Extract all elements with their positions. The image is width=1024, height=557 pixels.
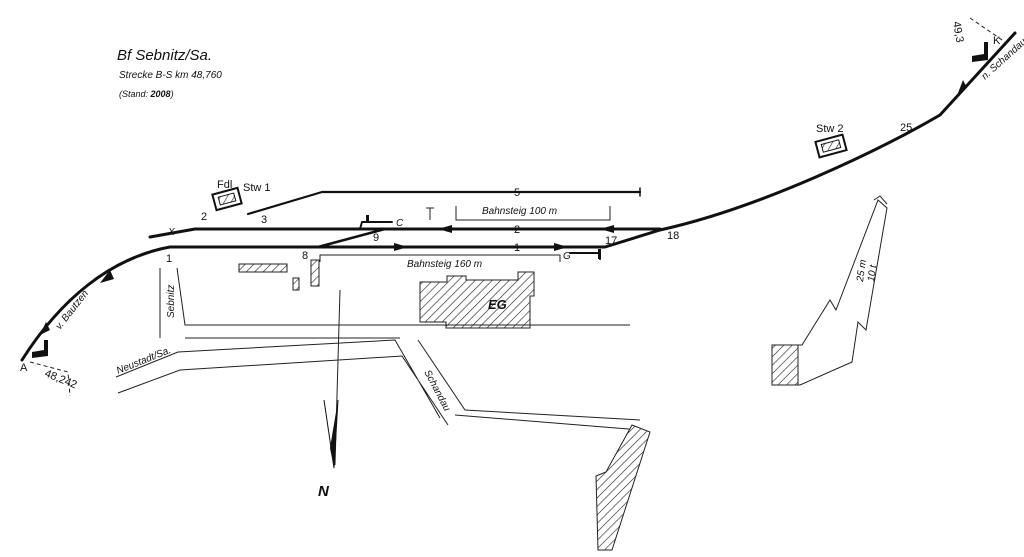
arrow-schandau <box>958 80 967 93</box>
signal-mast-mid <box>426 207 434 220</box>
north-label: N <box>318 483 330 500</box>
km-west-label: 48,242 <box>43 368 79 392</box>
signal-a-mast <box>32 340 48 358</box>
km-east-marker <box>969 17 1006 43</box>
track-2 <box>148 227 662 239</box>
signal-g-mast <box>598 249 601 259</box>
switch-9-label: 9 <box>373 232 379 244</box>
switch-17-label: 17 <box>605 235 617 247</box>
signal-c-mast <box>366 215 369 223</box>
platform-100-label: Bahnsteig 100 m <box>482 206 557 217</box>
switch-18-label: 18 <box>667 230 679 242</box>
arrow-west-end <box>40 322 50 335</box>
stand-suffix: ) <box>170 89 174 99</box>
route-km: Strecke B-S km 48,760 <box>119 70 222 81</box>
ramp-load-label: 10 t <box>866 263 879 282</box>
signal-g-label: G <box>563 251 571 262</box>
platform-160-outline <box>319 254 561 262</box>
signal-k-mast <box>972 42 988 62</box>
stw2-label: Stw 2 <box>816 123 844 135</box>
track-5 <box>246 190 642 216</box>
signal-x-label: X <box>167 227 175 238</box>
arrow-track-1 <box>394 243 408 251</box>
station-title: Bf Sebnitz/Sa. <box>117 47 212 64</box>
platform-160-label: Bahnsteig 160 m <box>407 259 482 270</box>
stand-year: 2008 <box>150 89 171 99</box>
switch-2-label: 2 <box>201 211 207 223</box>
shed-3 <box>310 259 320 287</box>
siding-c <box>359 221 393 230</box>
north-arrow-head <box>330 400 338 468</box>
shed-1 <box>238 263 288 273</box>
track-1-label: 1 <box>514 242 520 254</box>
ramp-length-label: 25 m <box>855 259 869 284</box>
ramp-top <box>873 195 888 205</box>
siding-g-stub <box>569 252 601 260</box>
fdl-label: Fdl <box>217 179 232 191</box>
signal-c-label: C <box>396 218 404 229</box>
road-schandau-outline <box>417 339 641 431</box>
stand-note: (Stand: 2008) <box>119 89 174 99</box>
stand-prefix: (Stand: <box>119 89 151 99</box>
stw2-box <box>814 133 848 159</box>
arrow-bautzen <box>100 270 114 283</box>
ramp-hatch <box>771 344 799 386</box>
shed-2 <box>292 277 300 291</box>
road-sebnitz-label: Sebnitz <box>166 285 177 318</box>
road-sebnitz <box>159 267 630 338</box>
arrow-track-1-east <box>554 243 568 251</box>
track-2-label: 2 <box>514 224 520 236</box>
switch-3-label: 3 <box>261 214 267 226</box>
arrow-track-2 <box>438 225 452 233</box>
station-building-label: EG <box>488 297 507 312</box>
station-building-eg <box>419 271 535 329</box>
km-east-label: 49,3 <box>950 20 966 43</box>
north-arrow-head-outline <box>323 399 339 469</box>
track-5-label: 5 <box>514 187 520 199</box>
arrow-track-2-east <box>600 225 614 233</box>
road-neustadt-label: Neustadt/Sa. <box>115 345 173 377</box>
platform-100-outline <box>455 206 611 221</box>
road-schandau-label: Schandau <box>421 368 452 413</box>
signal-k-label: K <box>993 35 1001 47</box>
goods-shed <box>595 424 651 551</box>
switch-8-label: 8 <box>302 250 308 262</box>
switch-1-label: 1 <box>166 253 172 265</box>
crossover-8-9 <box>316 227 387 249</box>
road-neustadt <box>115 337 449 426</box>
signal-a-label: A <box>20 362 28 374</box>
switch-25-label: 25 <box>900 122 912 134</box>
stw1-label: Stw 1 <box>243 182 271 194</box>
fdl-stw1-box <box>211 186 243 212</box>
